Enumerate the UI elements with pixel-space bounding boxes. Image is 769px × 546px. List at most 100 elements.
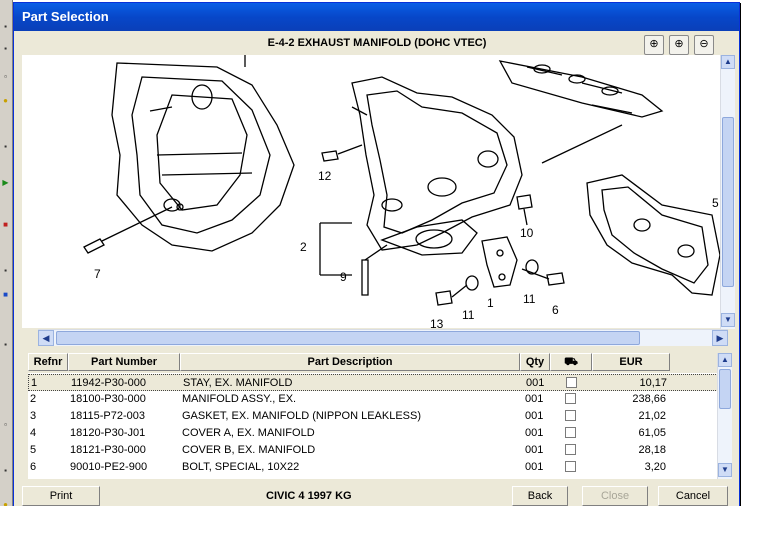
select-checkbox[interactable]: [566, 377, 577, 388]
cell-qty: 001: [525, 393, 544, 405]
diagram-title: E-4-2 EXHAUST MANIFOLD (DOHC VTEC): [267, 37, 487, 49]
callout-11: 11: [523, 292, 536, 306]
toolbar-icon[interactable]: ■: [3, 290, 8, 299]
cell-qty: 001: [525, 410, 544, 422]
cell-qty: 001: [525, 427, 544, 439]
cancel-button[interactable]: Cancel: [658, 486, 728, 506]
cell-eur: 10,17: [639, 377, 667, 389]
select-checkbox[interactable]: [565, 393, 576, 404]
scroll-thumb[interactable]: [719, 369, 731, 409]
column-header-refnr[interactable]: Refnr: [28, 353, 68, 371]
part-selection-window: Part Selection E-4-2 EXHAUST MANIFOLD (D…: [13, 2, 740, 507]
cell-refnr: 3: [30, 410, 37, 422]
table-row[interactable]: 6 90010-PE2-900 BOLT, SPECIAL, 10X22 001…: [28, 459, 718, 476]
cell-description: MANIFOLD ASSY., EX.: [182, 393, 297, 405]
toolbar-icon[interactable]: ▪: [4, 22, 7, 31]
back-button[interactable]: Back: [512, 486, 568, 506]
cell-description: COVER A, EX. MANIFOLD: [182, 427, 315, 439]
column-header-cart[interactable]: ⛟: [550, 353, 592, 371]
desktop-background: [0, 506, 769, 546]
cell-part-number: 18115-P72-003: [70, 410, 146, 422]
table-row[interactable]: 3 18115-P72-003 GASKET, EX. MANIFOLD (NI…: [28, 408, 718, 425]
scroll-thumb[interactable]: [56, 331, 640, 345]
window-title: Part Selection: [14, 3, 739, 31]
cell-part-number: 18120-P30-J01: [70, 427, 146, 439]
cell-refnr: 2: [30, 393, 37, 405]
cell-description: BOLT, SPECIAL, 10X22: [182, 461, 300, 473]
cell-description: GASKET, EX. MANIFOLD (NIPPON LEAKLESS): [182, 410, 422, 422]
callout-11: 11: [462, 308, 475, 322]
table-vertical-scrollbar[interactable]: ▲ ▼: [717, 353, 732, 479]
cell-refnr: 1: [31, 377, 38, 389]
callout-5: 5: [712, 196, 719, 210]
table-row[interactable]: 2 18100-P30-000 MANIFOLD ASSY., EX. 001 …: [28, 391, 718, 408]
toolbar-icon[interactable]: ▶: [2, 178, 9, 187]
callout-2: 2: [300, 240, 307, 254]
table-row[interactable]: 4 18120-P30-J01 COVER A, EX. MANIFOLD 00…: [28, 425, 718, 442]
diagram-vertical-scrollbar[interactable]: ▲ ▼: [720, 55, 735, 329]
callout-1: 1: [487, 296, 494, 310]
cell-part-number: 18121-P30-000: [70, 444, 146, 456]
callout-9: 9: [340, 270, 347, 284]
scroll-down-icon[interactable]: ▼: [721, 313, 735, 327]
toolbar-icon[interactable]: ▪: [4, 142, 7, 151]
print-button[interactable]: Print: [22, 486, 100, 506]
toolbar-icon[interactable]: ●: [3, 96, 8, 105]
cell-eur: 21,02: [638, 410, 666, 422]
select-checkbox[interactable]: [565, 410, 576, 421]
cell-refnr: 5: [30, 444, 37, 456]
toolbar-icon[interactable]: ▪: [4, 266, 7, 275]
diagram-horizontal-scrollbar[interactable]: ◀ ▶: [38, 329, 728, 346]
toolbar-icon[interactable]: ●: [3, 500, 8, 509]
parts-table: Refnr Part Number Part Description Qty ⛟…: [28, 353, 718, 479]
parts-diagram[interactable]: 1 2 5 6 7 9 10 11 11 12 13: [22, 55, 720, 328]
cell-part-number: 18100-P30-000: [70, 393, 146, 405]
column-header-part-number[interactable]: Part Number: [68, 353, 180, 371]
zoom-fit-icon[interactable]: ⊕: [644, 35, 664, 55]
zoom-out-icon[interactable]: ⊖: [694, 35, 714, 55]
zoom-in-icon[interactable]: ⊕: [669, 35, 689, 55]
footer-bar: Print CIVIC 4 1997 KG Back Close Cancel: [22, 486, 732, 506]
cell-part-number: 11942-P30-000: [71, 377, 147, 389]
scroll-up-icon[interactable]: ▲: [721, 55, 735, 69]
scroll-right-icon[interactable]: ▶: [712, 330, 728, 346]
scroll-thumb[interactable]: [722, 117, 734, 287]
toolbar-icon[interactable]: ■: [3, 220, 8, 229]
cell-qty: 001: [525, 461, 544, 473]
cell-eur: 3,20: [644, 461, 666, 473]
scroll-left-icon[interactable]: ◀: [38, 330, 54, 346]
exhaust-manifold-drawing: 1 2 5 6 7 9 10 11 11 12 13: [83, 55, 720, 328]
cell-qty: 001: [525, 444, 544, 456]
table-header: Refnr Part Number Part Description Qty ⛟…: [28, 353, 718, 373]
cell-eur: 28,18: [638, 444, 666, 456]
callout-12: 12: [318, 169, 332, 183]
select-checkbox[interactable]: [565, 444, 576, 455]
select-checkbox[interactable]: [565, 461, 576, 472]
table-row[interactable]: 5 18121-P30-000 COVER B, EX. MANIFOLD 00…: [28, 442, 718, 459]
diagram-header: E-4-2 EXHAUST MANIFOLD (DOHC VTEC) ⊕ ⊕ ⊖: [22, 33, 732, 56]
column-header-eur[interactable]: EUR: [592, 353, 670, 371]
cell-qty: 001: [526, 377, 545, 389]
column-header-qty[interactable]: Qty: [520, 353, 550, 371]
cell-refnr: 4: [30, 427, 37, 439]
toolbar-icon[interactable]: ▪: [4, 466, 7, 475]
toolbar-icon[interactable]: ▫: [4, 72, 7, 81]
cart-icon: ⛟: [564, 356, 578, 368]
column-header-description[interactable]: Part Description: [180, 353, 520, 371]
desktop-toolbar-strip: ▪ ▪ ▫ ● ▪ ▶ ■ ▪ ■ ▪ ▫ ▪ ●: [0, 0, 13, 546]
callout-10: 10: [520, 226, 534, 240]
toolbar-icon[interactable]: ▪: [4, 44, 7, 53]
callout-13: 13: [430, 317, 444, 328]
select-checkbox[interactable]: [565, 427, 576, 438]
close-button[interactable]: Close: [582, 486, 648, 506]
cell-description: COVER B, EX. MANIFOLD: [182, 444, 316, 456]
scroll-down-icon[interactable]: ▼: [718, 463, 732, 477]
toolbar-icon[interactable]: ▪: [4, 340, 7, 349]
callout-7: 7: [94, 267, 101, 281]
cell-refnr: 6: [30, 461, 37, 473]
scroll-up-icon[interactable]: ▲: [718, 353, 732, 367]
table-row[interactable]: 1 11942-P30-000 STAY, EX. MANIFOLD 001 1…: [28, 374, 718, 391]
cell-description: STAY, EX. MANIFOLD: [183, 377, 293, 389]
toolbar-icon[interactable]: ▫: [4, 420, 7, 429]
cell-eur: 61,05: [638, 427, 666, 439]
